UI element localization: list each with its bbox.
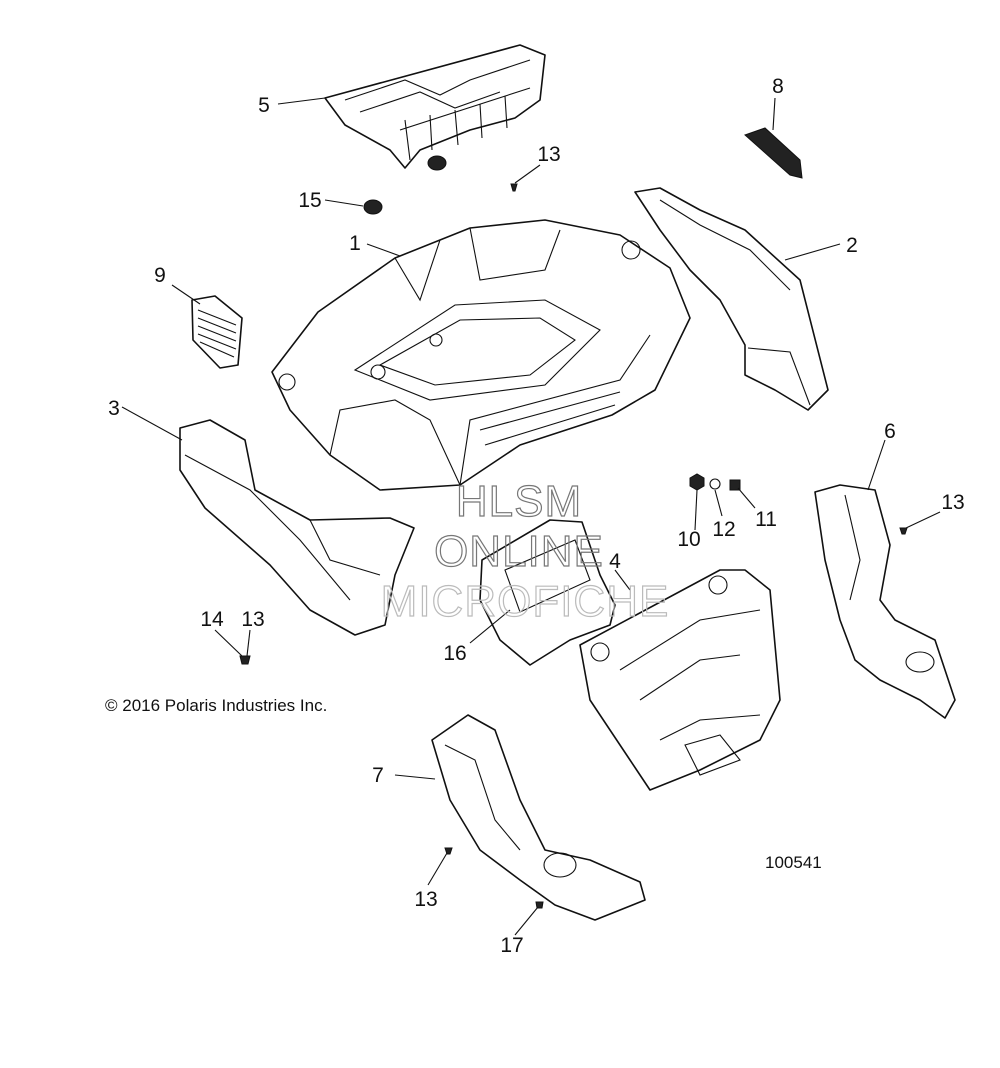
callout-13-bottom: 13 xyxy=(414,888,437,911)
part-1-bed xyxy=(271,219,691,491)
watermark: HLSM ONLINE MICROFICHE xyxy=(380,476,670,626)
clip-17-shape xyxy=(535,901,544,909)
watermark-line-1: HLSM xyxy=(456,477,582,526)
callout-13-left: 13 xyxy=(241,608,264,631)
callout-3: 3 xyxy=(108,397,120,420)
part-16-shield xyxy=(479,519,616,666)
callout-11: 11 xyxy=(755,508,777,531)
callout-8: 8 xyxy=(772,75,784,98)
callout-17: 17 xyxy=(500,934,523,957)
screw-shape xyxy=(444,847,453,855)
callout-labels: 1 2 3 4 5 6 7 8 9 10 11 12 13 13 13 13 1… xyxy=(108,75,965,957)
part-7-side-trim xyxy=(431,714,646,921)
nut-10-shape xyxy=(689,473,705,491)
grommet-shape xyxy=(427,155,447,171)
copyright-text: © 2016 Polaris Industries Inc. xyxy=(105,696,327,715)
callout-14: 14 xyxy=(200,608,224,631)
callout-1: 1 xyxy=(349,232,361,255)
callout-2: 2 xyxy=(846,234,858,257)
figure-number: 100541 xyxy=(765,853,822,872)
callout-4: 4 xyxy=(609,550,621,573)
screw-shape xyxy=(899,527,908,535)
screw-shape xyxy=(510,183,518,192)
callout-9: 9 xyxy=(154,264,166,287)
grommet-15-shape xyxy=(363,199,383,215)
watermark-line-3: MICROFICHE xyxy=(381,577,670,626)
part-5-rack xyxy=(324,44,546,169)
callout-5: 5 xyxy=(258,94,270,117)
part-3-side-panel xyxy=(179,419,415,636)
part-4-skid-plate xyxy=(579,569,781,791)
callout-12: 12 xyxy=(712,518,735,541)
leader-lines xyxy=(121,97,941,936)
watermark-line-2: ONLINE xyxy=(434,527,604,576)
part-2-side-panel xyxy=(634,187,829,411)
part-8-trim xyxy=(744,127,803,179)
part-9-vent xyxy=(191,295,243,369)
callout-15: 15 xyxy=(298,189,321,212)
callout-10: 10 xyxy=(677,528,700,551)
callout-13-top: 13 xyxy=(537,143,560,166)
part-6-side-trim xyxy=(814,484,956,719)
callout-7: 7 xyxy=(372,764,384,787)
callout-16: 16 xyxy=(443,642,466,665)
fastener-shape xyxy=(239,655,251,665)
callout-13-right: 13 xyxy=(941,491,964,514)
washer-12-shape xyxy=(709,478,721,490)
callout-6: 6 xyxy=(884,420,896,443)
